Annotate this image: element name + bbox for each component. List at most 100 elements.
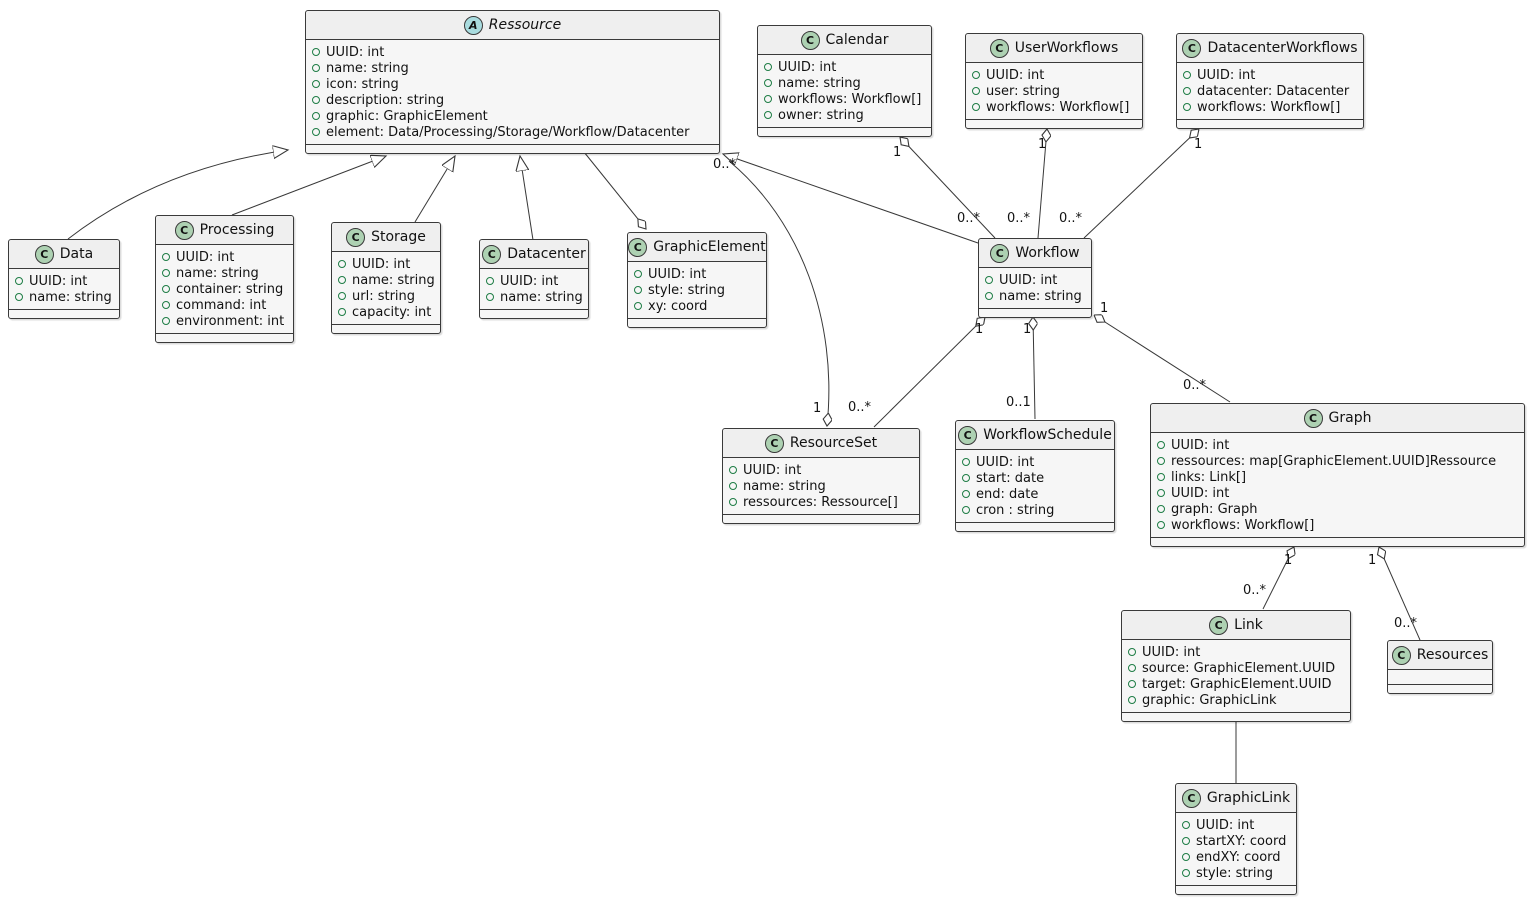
abstract-class-icon: A bbox=[463, 15, 483, 35]
class-attribute: style: string bbox=[634, 282, 759, 298]
class-title: C Calendar bbox=[758, 26, 931, 55]
attribute-text: endXY: coord bbox=[1196, 849, 1281, 865]
class-methods-compartment bbox=[979, 309, 1091, 317]
class-title: C Resources bbox=[1388, 641, 1492, 670]
attribute-text: xy: coord bbox=[648, 298, 708, 314]
multiplicity-label: 1 bbox=[893, 145, 902, 160]
class-attribute: startXY: coord bbox=[1182, 833, 1289, 849]
class-attribute: cron : string bbox=[962, 502, 1107, 518]
attribute-text: environment: int bbox=[176, 313, 285, 329]
class-attribute: UUID: int bbox=[312, 44, 712, 60]
class-title: C GraphicElement bbox=[628, 233, 766, 262]
class-name: UserWorkflows bbox=[1014, 40, 1119, 56]
attribute-text: description: string bbox=[326, 92, 445, 108]
field-visibility-icon bbox=[15, 277, 23, 285]
class-methods-compartment bbox=[332, 325, 440, 333]
attribute-text: UUID: int bbox=[352, 256, 411, 272]
field-visibility-icon bbox=[1128, 664, 1136, 672]
class-attribute: workflows: Workflow[] bbox=[1183, 99, 1356, 115]
multiplicity-label: 0..1 bbox=[1006, 395, 1031, 410]
class-attribute: endXY: coord bbox=[1182, 849, 1289, 865]
class-methods-compartment bbox=[956, 523, 1114, 531]
edge-workflow-graph bbox=[1094, 315, 1231, 403]
class-attribute: links: Link[] bbox=[1157, 469, 1517, 485]
class-icon: C bbox=[1209, 615, 1229, 635]
class-attribute: UUID: int bbox=[486, 273, 581, 289]
field-visibility-icon bbox=[729, 466, 737, 474]
class-name: ResourceSet bbox=[789, 435, 878, 451]
class-title: C Graph bbox=[1151, 404, 1524, 433]
class-icon: C bbox=[1391, 645, 1411, 665]
attribute-text: icon: string bbox=[326, 76, 399, 92]
class-icon: C bbox=[764, 433, 784, 453]
attribute-text: name: string bbox=[326, 60, 409, 76]
class-attribute: datacenter: Datacenter bbox=[1183, 83, 1356, 99]
multiplicity-label: 1 bbox=[813, 401, 822, 416]
attribute-text: element: Data/Processing/Storage/Workflo… bbox=[326, 124, 690, 140]
class-methods-compartment bbox=[1177, 120, 1363, 128]
field-visibility-icon bbox=[312, 112, 320, 120]
class-attribute: ressources: map[GraphicElement.UUID]Ress… bbox=[1157, 453, 1517, 469]
field-visibility-icon bbox=[1157, 505, 1165, 513]
field-visibility-icon bbox=[486, 293, 494, 301]
attribute-text: UUID: int bbox=[976, 454, 1035, 470]
class-name: Ressource bbox=[488, 17, 562, 33]
class-title: C Storage bbox=[332, 223, 440, 252]
field-visibility-icon bbox=[162, 253, 170, 261]
class-name: Processing bbox=[199, 222, 275, 238]
class-icon: C bbox=[34, 244, 54, 264]
multiplicity-label: 0..* bbox=[1007, 211, 1031, 226]
class-name: Storage bbox=[371, 229, 426, 245]
class-attribute: UUID: int bbox=[162, 249, 286, 265]
edge-resourceset-ressource bbox=[728, 160, 829, 426]
multiplicity-label: 0..* bbox=[713, 157, 737, 172]
class-attribute: workflows: Workflow[] bbox=[764, 91, 924, 107]
class-icon: C bbox=[990, 243, 1010, 263]
attribute-text: name: string bbox=[743, 478, 826, 494]
field-visibility-icon bbox=[972, 71, 980, 79]
class-methods-compartment bbox=[758, 128, 931, 136]
multiplicity-label: 1 bbox=[1023, 322, 1032, 337]
attribute-text: workflows: Workflow[] bbox=[1171, 517, 1315, 533]
class-attribute: style: string bbox=[1182, 865, 1289, 881]
field-visibility-icon bbox=[338, 276, 346, 284]
field-visibility-icon bbox=[338, 260, 346, 268]
attribute-text: container: string bbox=[176, 281, 284, 297]
field-visibility-icon bbox=[486, 277, 494, 285]
class-title: C Workflow bbox=[979, 239, 1091, 268]
class-attribute: name: string bbox=[15, 289, 112, 305]
attribute-text: workflows: Workflow[] bbox=[778, 91, 922, 107]
field-visibility-icon bbox=[1182, 821, 1190, 829]
field-visibility-icon bbox=[1157, 489, 1165, 497]
class-attribute: container: string bbox=[162, 281, 286, 297]
multiplicity-label: 1 bbox=[1368, 553, 1377, 568]
class-attribute: graphic: GraphicElement bbox=[312, 108, 712, 124]
class-attribute: name: string bbox=[764, 75, 924, 91]
field-visibility-icon bbox=[312, 96, 320, 104]
field-visibility-icon bbox=[962, 490, 970, 498]
edge-ressource-graphicelement bbox=[583, 151, 646, 229]
edge-graph-link bbox=[1262, 547, 1294, 610]
class-title: A Ressource bbox=[306, 11, 719, 40]
field-visibility-icon bbox=[972, 103, 980, 111]
class-methods-compartment bbox=[480, 310, 588, 318]
edge-graph-resources bbox=[1379, 547, 1421, 641]
class-methods-compartment bbox=[1176, 886, 1296, 894]
field-visibility-icon bbox=[338, 308, 346, 316]
multiplicity-label: 0..* bbox=[957, 211, 981, 226]
